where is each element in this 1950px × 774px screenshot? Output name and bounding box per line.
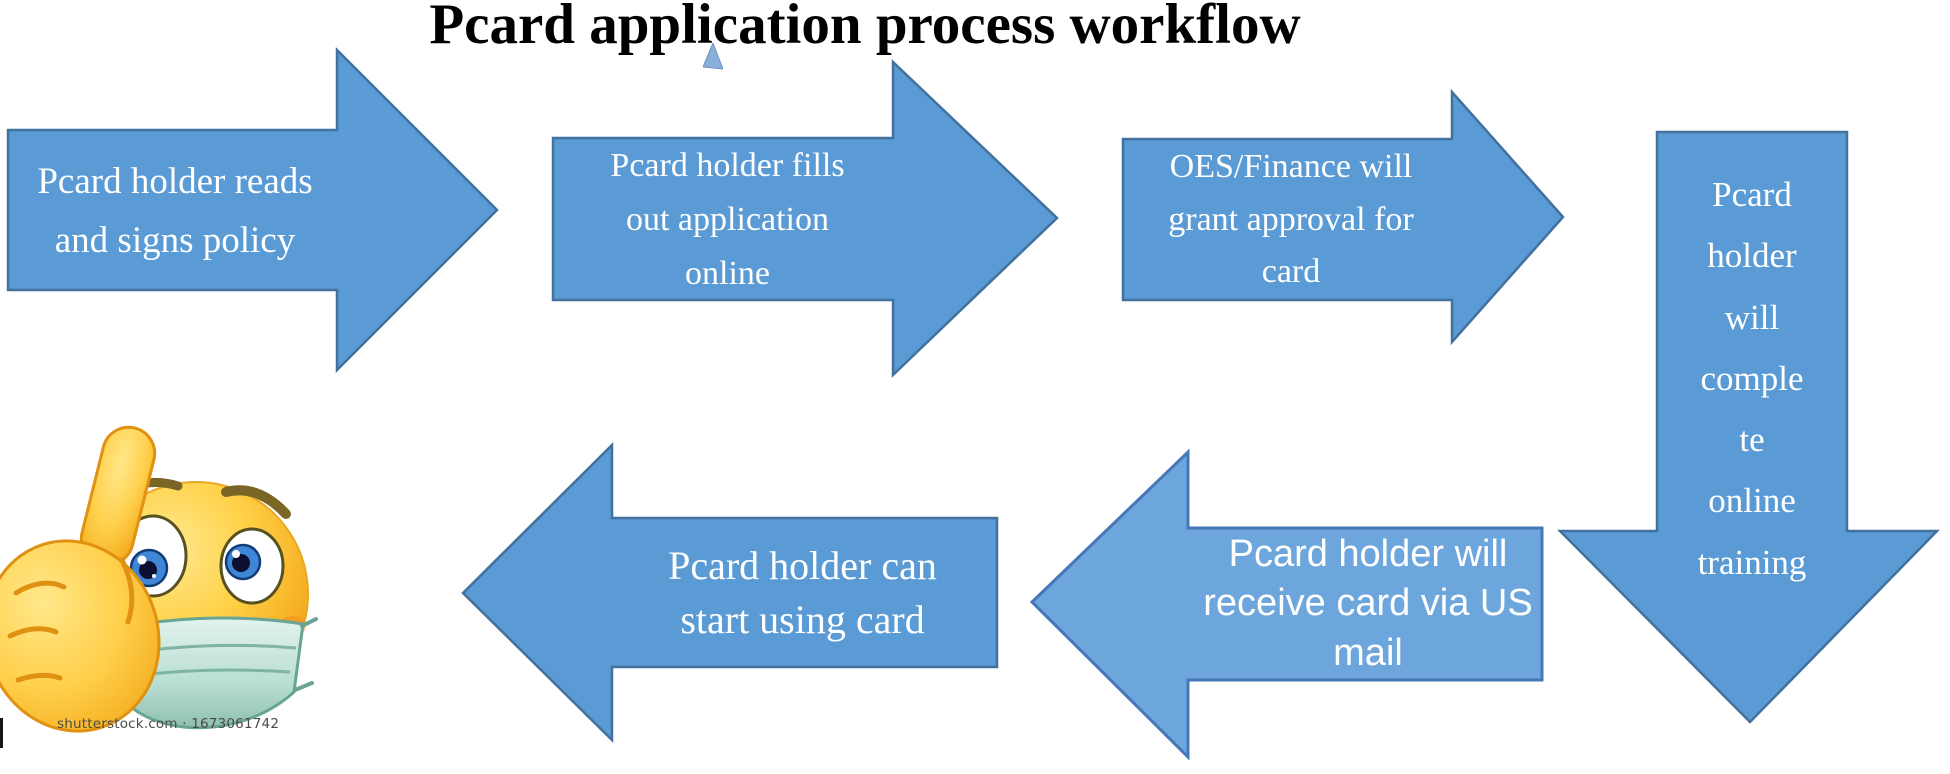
- right-arrow-shape: [551, 59, 1059, 378]
- workflow-step-6-arrow: [461, 441, 999, 743]
- workflow-step-4-label: Pcard holder will comple te online train…: [1697, 175, 1807, 582]
- workflow-step-1-label: Pcard holder reads and signs policy: [37, 160, 313, 261]
- page-title: Pcard application process workflow: [429, 0, 1301, 56]
- workflow-step-3-label: OES/Finance will grant approval for card: [1168, 147, 1414, 291]
- down-arrow-shape: [1556, 130, 1940, 724]
- emoji-thumbs-up-hand: [0, 425, 161, 733]
- workflow-step-3-arrow: [1121, 88, 1565, 346]
- workflow-step-4-arrow: [1556, 130, 1940, 724]
- right-arrow-shape: [6, 46, 499, 374]
- workflow-step-2-arrow: [551, 59, 1059, 378]
- left-arrow-shape: [1029, 448, 1544, 761]
- left-edge-mark: [0, 718, 3, 748]
- right-arrow-shape: [1121, 88, 1565, 346]
- workflow-step-1-arrow: [6, 46, 499, 374]
- workflow-step-5-arrow: [1029, 448, 1544, 761]
- emoji-right-eyebrow: [221, 485, 291, 519]
- thumbs-up-mask-emoji-image: [0, 388, 330, 768]
- left-arrow-shape: [461, 441, 999, 743]
- emoji-right-eye: [219, 527, 285, 605]
- mouse-cursor-icon: [703, 43, 723, 70]
- watermark-text: shutterstock.com · 1673061742: [57, 716, 280, 732]
- workflow-step-6-label: Pcard holder can start using card: [668, 543, 937, 642]
- workflow-step-2-label: Pcard holder fills out application onlin…: [610, 147, 845, 292]
- workflow-step-5-label: Pcard holder will receive card via US ma…: [1203, 532, 1533, 674]
